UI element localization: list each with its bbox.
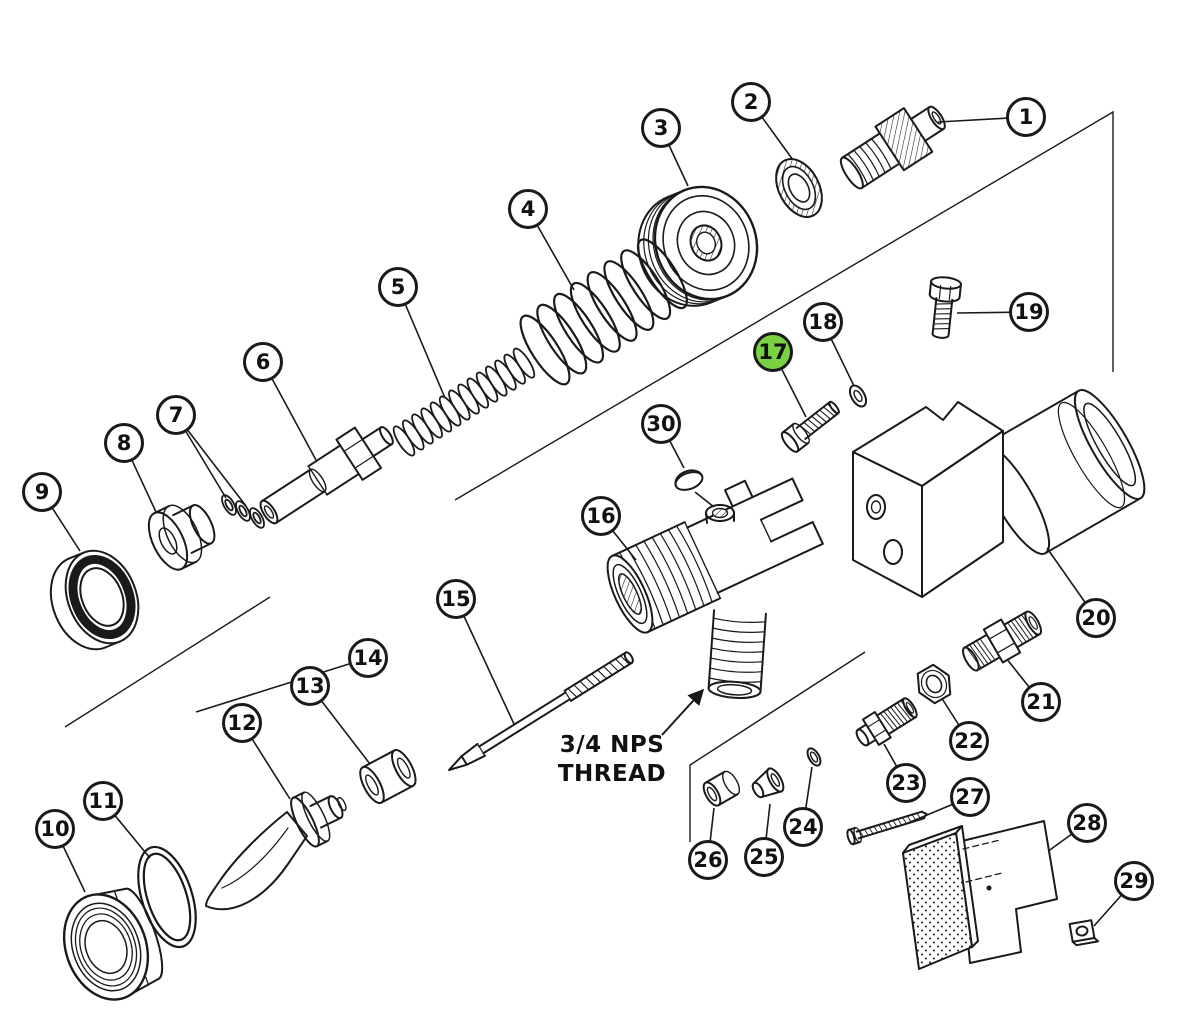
callout-20[interactable]: 20: [1076, 598, 1116, 638]
callout-3[interactable]: 3: [641, 108, 681, 148]
part-plug: [674, 469, 704, 491]
part-seal-ring: [49, 549, 140, 651]
part-packing-gland: [147, 504, 216, 571]
part-lock-nut: [62, 887, 164, 1001]
callout-24[interactable]: 24: [783, 807, 823, 847]
boundary-top: [454, 110, 1114, 501]
callout-6[interactable]: 6: [243, 342, 283, 382]
part-hex-fitting: [855, 697, 918, 747]
valve-body-top-boss: [705, 504, 735, 524]
thread-arrow: [661, 688, 705, 736]
callout-7[interactable]: 7: [156, 395, 196, 435]
callout-2[interactable]: 2: [731, 82, 771, 122]
part-hex-nut: [916, 663, 952, 705]
part-screw-long: [846, 810, 928, 846]
part-bolt-short: [780, 400, 840, 453]
part-retaining-ring: [637, 185, 759, 307]
callout-28[interactable]: 28: [1067, 803, 1107, 843]
callout-15[interactable]: 15: [436, 579, 476, 619]
callout-26[interactable]: 26: [688, 840, 728, 880]
callout-23[interactable]: 23: [886, 763, 926, 803]
part-bushing: [359, 749, 417, 805]
part-main-spring: [519, 238, 688, 386]
part-bracket-housing: [852, 389, 1146, 598]
callout-29[interactable]: 29: [1114, 861, 1154, 901]
part-bracket-pad: [902, 820, 1058, 970]
part-screw-vertical: [928, 276, 962, 339]
leader-5: [397, 286, 446, 399]
callout-30[interactable]: 30: [641, 404, 681, 444]
callout-18[interactable]: 18: [803, 302, 843, 342]
part-square-nut: [1068, 919, 1100, 947]
callout-9[interactable]: 9: [22, 472, 62, 512]
callout-8[interactable]: 8: [104, 423, 144, 463]
callout-16[interactable]: 16: [581, 496, 621, 536]
part-needle-spring: [392, 347, 536, 457]
part-lever: [205, 791, 347, 911]
callout-4[interactable]: 4: [508, 189, 548, 229]
part-valve-body: [606, 477, 824, 699]
valve-body-outlet: [707, 609, 767, 699]
part-o-ring-small: [806, 747, 822, 767]
parts: [49, 105, 1146, 1001]
thread-size-label: 3/4 NPS THREAD: [537, 731, 687, 789]
callout-13[interactable]: 13: [290, 666, 330, 706]
callout-25[interactable]: 25: [744, 837, 784, 877]
part-bushing-small: [702, 770, 741, 807]
callout-22[interactable]: 22: [949, 721, 989, 761]
part-ferrule: [751, 767, 785, 799]
part-hex-nipple: [962, 610, 1042, 672]
leader-15: [455, 598, 515, 725]
part-washer-small: [848, 384, 868, 408]
leader-30b: [694, 491, 715, 508]
callout-14[interactable]: 14: [348, 638, 388, 678]
callout-10[interactable]: 10: [35, 809, 75, 849]
boundary-bottom-right: [689, 651, 866, 842]
callout-21[interactable]: 21: [1021, 682, 1061, 722]
part-o-ring: [137, 845, 197, 949]
thread-size-line2: THREAD: [557, 760, 667, 787]
callout-12[interactable]: 12: [222, 703, 262, 743]
leader-14: [195, 657, 369, 713]
part-valve-stem: [259, 426, 394, 525]
callout-11[interactable]: 11: [83, 781, 123, 821]
callout-19[interactable]: 19: [1009, 292, 1049, 332]
boundary-left: [64, 596, 271, 728]
part-inlet-fitting: [839, 105, 946, 190]
boundary-lines: [64, 110, 1114, 842]
part-needle: [448, 651, 634, 771]
callout-1[interactable]: 1: [1006, 97, 1046, 137]
callout-17[interactable]: 17: [753, 332, 793, 372]
thread-size-line1: 3/4 NPS: [559, 732, 665, 758]
part-knurled-ring: [775, 158, 823, 218]
part-washers: [221, 494, 265, 529]
callout-27[interactable]: 27: [950, 777, 990, 817]
callout-5[interactable]: 5: [378, 267, 418, 307]
